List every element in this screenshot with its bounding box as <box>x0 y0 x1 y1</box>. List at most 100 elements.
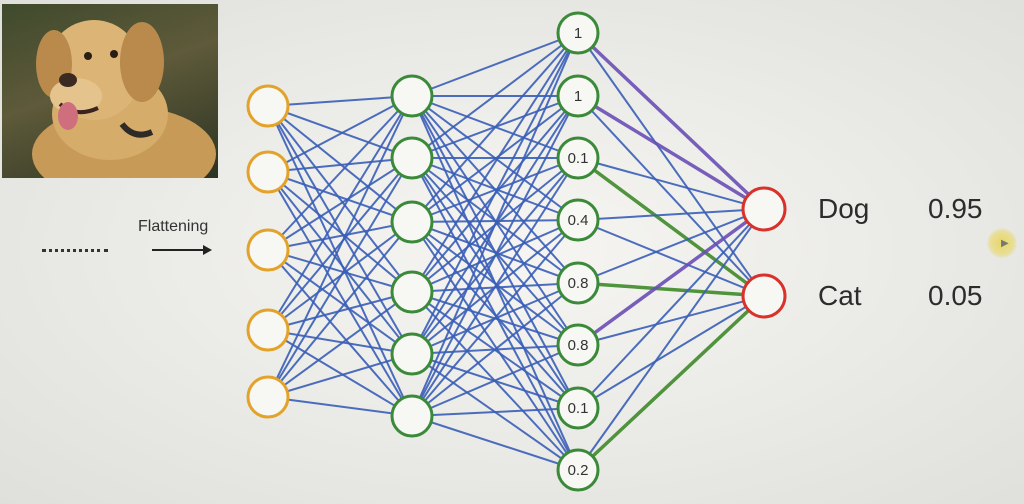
connection-input-hidden-1 <box>267 221 413 398</box>
neuron-hidden-2-7 <box>556 386 600 430</box>
neuron-input-5 <box>246 375 290 419</box>
connection-hidden-1-hidden-2 <box>411 407 579 417</box>
connection-hidden-2-output <box>577 208 765 221</box>
neuron-hidden-2-8 <box>556 448 600 492</box>
connection-hidden-1-hidden-2 <box>411 221 579 471</box>
connection-input-hidden-1 <box>267 171 413 293</box>
connection-input-hidden-1 <box>267 157 413 173</box>
connections <box>267 31 766 472</box>
cursor-icon: ▶ <box>1001 238 1009 249</box>
connection-hidden-2-output <box>577 295 765 346</box>
neuron-input-3 <box>246 228 290 272</box>
neuron-hidden-2-1 <box>556 11 600 55</box>
connection-hidden-2-output <box>577 281 765 298</box>
connection-hidden-1-hidden-2 <box>411 157 579 417</box>
connection-input-hidden-1 <box>267 105 413 417</box>
connection-hidden-2-output <box>576 31 766 211</box>
connection-hidden-1-hidden-2 <box>411 157 579 223</box>
output-label-cat: Cat <box>818 280 862 311</box>
connection-input-hidden-1 <box>267 171 413 355</box>
connection-hidden-2-output <box>576 207 766 347</box>
output-label-dog: Dog <box>818 193 870 224</box>
connection-hidden-1-hidden-2 <box>411 32 579 417</box>
neuron-value: 0.1 <box>568 400 589 417</box>
neuron-value: 0.8 <box>568 337 589 354</box>
connection-hidden-2-output <box>577 95 765 297</box>
connection-hidden-2-output <box>577 208 765 471</box>
connection-input-hidden-1 <box>267 221 413 251</box>
neuron-output-1 <box>741 186 787 232</box>
connection-input-hidden-1 <box>267 329 413 355</box>
neuron-output-2 <box>741 273 787 319</box>
neuron-input-1 <box>246 84 290 128</box>
neuron-value: 1 <box>574 88 582 105</box>
connection-input-hidden-1 <box>267 105 413 293</box>
connection-input-hidden-1 <box>267 171 413 223</box>
neuron-value: 1 <box>574 25 582 42</box>
neuron-value: 0.2 <box>568 462 589 479</box>
neuron-hidden-1-3 <box>390 200 434 244</box>
connection-hidden-1-hidden-2 <box>411 32 579 159</box>
connection-input-hidden-1 <box>267 95 413 398</box>
neuron-hidden-1-6 <box>390 394 434 438</box>
connection-input-hidden-1 <box>267 171 413 417</box>
neuron-hidden-1-1 <box>390 74 434 118</box>
connection-hidden-1-hidden-2 <box>411 415 579 471</box>
flattening-label: Flattening <box>138 218 209 235</box>
neuron-value: 0.8 <box>568 275 589 292</box>
neuron-input-2 <box>246 150 290 194</box>
connection-input-hidden-1 <box>267 353 413 398</box>
connection-hidden-1-hidden-2 <box>411 344 579 417</box>
connection-hidden-2-output <box>577 157 765 210</box>
neuron-value: 0.4 <box>568 212 589 229</box>
connection-hidden-1-hidden-2 <box>411 219 579 417</box>
connection-hidden-1-hidden-2 <box>411 95 579 417</box>
connection-hidden-2-output <box>577 208 765 409</box>
connection-input-hidden-1 <box>267 157 413 251</box>
connection-hidden-2-output <box>577 208 765 284</box>
connection-hidden-2-output <box>576 156 766 298</box>
neuron-hidden-1-4 <box>390 270 434 314</box>
output-score-cat: 0.05 <box>928 280 983 311</box>
neuron-hidden-2-3 <box>556 136 600 180</box>
dog-photo <box>2 4 218 178</box>
connection-hidden-2-output <box>577 94 765 211</box>
connection-input-hidden-1 <box>267 95 413 251</box>
connection-hidden-1-hidden-2 <box>411 95 579 223</box>
neuron-hidden-1-2 <box>390 136 434 180</box>
connection-hidden-1-hidden-2 <box>411 221 579 346</box>
connection-hidden-1-hidden-2 <box>411 219 579 223</box>
connection-hidden-2-output <box>577 219 765 297</box>
neurons: 110.10.40.80.80.10.2 <box>246 11 787 492</box>
connection-input-hidden-1 <box>267 95 413 107</box>
neuron-hidden-2-5 <box>556 261 600 305</box>
connection-hidden-2-output <box>577 32 765 297</box>
connection-input-hidden-1 <box>267 157 413 398</box>
neuron-hidden-2-6 <box>556 323 600 367</box>
neuron-input-4 <box>246 308 290 352</box>
connection-input-hidden-1 <box>267 249 413 417</box>
cursor-highlight <box>987 228 1017 258</box>
flatten-arrow <box>152 245 212 255</box>
connection-hidden-1-hidden-2 <box>411 282 579 417</box>
connection-hidden-2-output <box>576 294 766 472</box>
connection-input-hidden-1 <box>267 105 413 355</box>
connection-hidden-1-hidden-2 <box>411 32 579 293</box>
connection-input-hidden-1 <box>267 396 413 417</box>
connection-input-hidden-1 <box>267 95 413 173</box>
output-score-dog: 0.95 <box>928 193 983 224</box>
connection-input-hidden-1 <box>267 291 413 398</box>
connection-hidden-1-hidden-2 <box>411 221 579 409</box>
dog-illustration <box>32 20 216 178</box>
connection-hidden-1-hidden-2 <box>411 32 579 223</box>
flattened-vector-dots <box>42 249 108 252</box>
neuron-hidden-2-2 <box>556 74 600 118</box>
neuron-hidden-1-5 <box>390 332 434 376</box>
neuron-hidden-2-4 <box>556 198 600 242</box>
connection-input-hidden-1 <box>267 95 413 331</box>
connection-input-hidden-1 <box>267 157 413 331</box>
connection-input-hidden-1 <box>267 249 413 293</box>
connection-hidden-1-hidden-2 <box>411 221 579 284</box>
